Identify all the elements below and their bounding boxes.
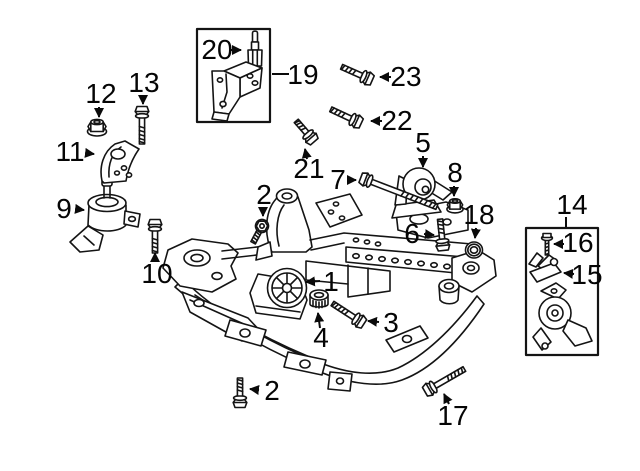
callout-label-5: 5: [415, 127, 431, 158]
part-1-engine-mount: [250, 269, 307, 320]
callout-label-8: 8: [447, 157, 463, 188]
bolt-7: [357, 170, 439, 213]
callout-label-2-bottom: 2: [264, 375, 280, 406]
callout-arrow-2-bottom: [249, 385, 260, 395]
callout-label-15: 15: [571, 259, 602, 290]
callout-label-22: 22: [381, 105, 412, 136]
callout-arrow-21: [301, 148, 312, 159]
nut-12: [86, 118, 108, 137]
part-14-mount-assembly: [533, 283, 592, 350]
callout-label-3: 3: [383, 307, 399, 338]
callout-arrow-11: [84, 147, 95, 158]
callout-label-10: 10: [141, 258, 172, 289]
callout-arrow-6: [424, 229, 435, 240]
callout-arrow-18: [470, 228, 481, 239]
bolt-23: [339, 61, 376, 88]
callout-label-17: 17: [437, 400, 468, 431]
callout-arrow-4: [314, 312, 325, 328]
bolt-16: [542, 234, 553, 256]
callout-arrow-1: [305, 276, 320, 287]
callout-label-9: 9: [56, 193, 72, 224]
callout-label-13: 13: [128, 67, 159, 98]
callout-label-20: 20: [201, 34, 232, 65]
callout-label-6: 6: [404, 218, 420, 249]
bolt-21: [291, 116, 321, 147]
callout-label-7: 7: [330, 164, 346, 195]
subframe-crossmember: [163, 189, 496, 391]
bolt-10: [147, 218, 163, 254]
part-9-engine-mount: [70, 180, 140, 252]
callout-label-11: 11: [55, 136, 84, 167]
bolt-22: [328, 103, 365, 131]
callout-label-1: 1: [323, 266, 339, 297]
callout-label-16: 16: [562, 227, 593, 258]
callout-label-4: 4: [313, 322, 329, 353]
callout-label-23: 23: [390, 61, 421, 92]
nut-4: [310, 290, 328, 308]
callout-arrow-3: [367, 316, 379, 327]
callout-label-12: 12: [85, 78, 116, 109]
callout-arrow-15: [563, 268, 574, 279]
part-19-bracket: [212, 62, 262, 121]
callout-label-2-top: 2: [256, 179, 272, 210]
part-15-support-bracket: [529, 253, 561, 282]
callout-label-21: 21: [293, 153, 324, 184]
part-11-mount-bracket: [101, 141, 139, 183]
nut-8: [446, 198, 464, 214]
bolt-2-bottom: [232, 378, 248, 409]
bolt-3: [329, 298, 369, 331]
washer-18: [466, 242, 483, 258]
callout-arrow-9: [74, 203, 85, 214]
bolt-2-top: [247, 217, 270, 246]
bolt-17: [420, 363, 468, 399]
callout-label-18: 18: [463, 199, 494, 230]
bolt-6: [434, 218, 451, 252]
part-20-stud-bolt: [248, 31, 262, 66]
callout-arrow-17: [444, 393, 453, 404]
callouts: 1 2 2 3 4 5 6 7 8 9 10 11 12 13 14 15 16: [55, 34, 602, 431]
callout-label-19: 19: [287, 59, 318, 90]
callout-label-14: 14: [556, 189, 587, 220]
bolt-13: [134, 105, 150, 145]
